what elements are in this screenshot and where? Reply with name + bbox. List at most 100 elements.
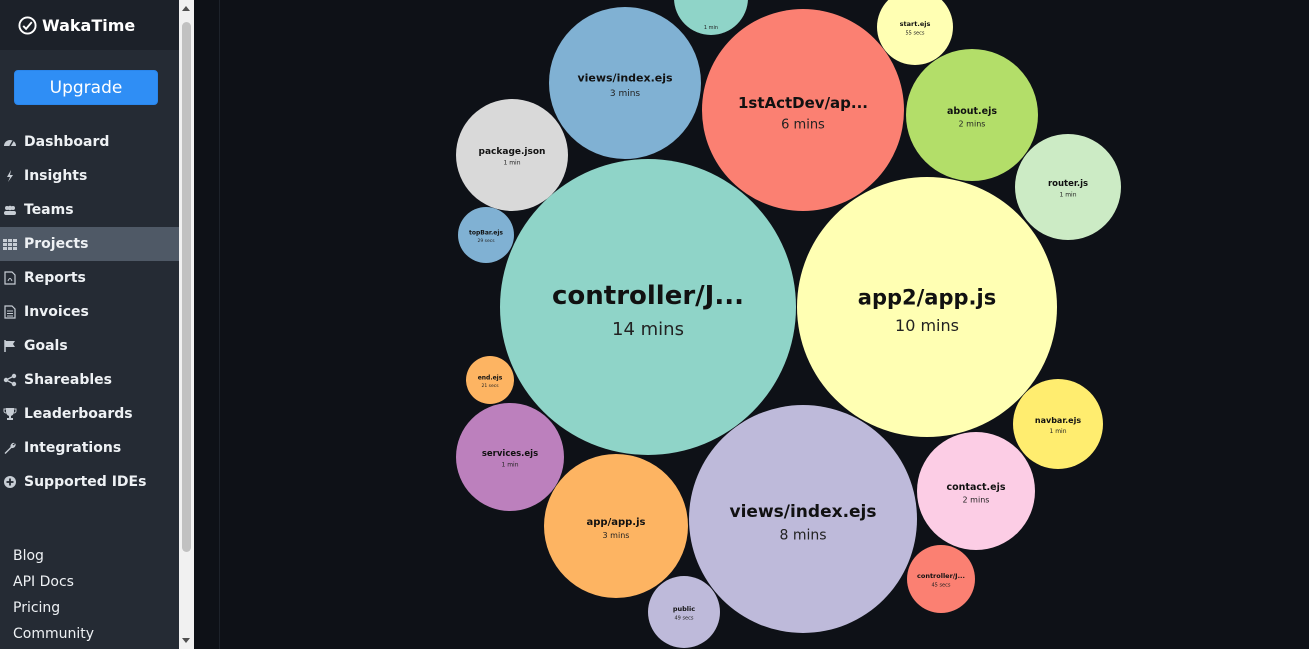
bubble-circle[interactable]	[907, 545, 975, 613]
bubble-circle[interactable]	[674, 0, 748, 35]
bubble-circle[interactable]	[500, 159, 796, 455]
nav-item-dashboard[interactable]: Dashboard	[0, 125, 179, 159]
nav-item-insights[interactable]: Insights	[0, 159, 179, 193]
bubble-project-name: public	[673, 605, 695, 613]
sidebar-scrollbar[interactable]	[179, 0, 194, 649]
bubble-circle[interactable]	[544, 454, 688, 598]
bubble-time: 55 secs	[906, 30, 925, 36]
nav-label: Invoices	[24, 304, 89, 320]
wrench-icon	[3, 441, 17, 455]
bubble-time: 6 mins	[781, 118, 825, 133]
nav-item-goals[interactable]: Goals	[0, 329, 179, 363]
bubble-circle[interactable]	[456, 99, 568, 211]
nav-label: Projects	[24, 236, 89, 252]
nav-label: Dashboard	[24, 134, 110, 150]
scroll-up-arrow-icon[interactable]	[182, 6, 190, 11]
bubble-time: 2 mins	[963, 496, 990, 505]
nav-item-teams[interactable]: Teams	[0, 193, 179, 227]
bubble-circle[interactable]	[689, 405, 917, 633]
footer-link-api-docs[interactable]: API Docs	[13, 574, 74, 590]
bubble-project-name: app2/app.js	[858, 285, 996, 309]
bubble-time: 29 secs	[477, 238, 495, 244]
bubble-circle[interactable]	[797, 177, 1057, 437]
flag-icon	[3, 339, 17, 353]
bubble-circle[interactable]	[466, 356, 514, 404]
bolt-icon	[3, 169, 17, 183]
bubble-circle[interactable]	[917, 432, 1035, 550]
bubble-circle[interactable]	[906, 49, 1038, 181]
nav-item-leaderboards[interactable]: Leaderboards	[0, 397, 179, 431]
bubble-project-name: 1stActDev/ap...	[738, 94, 868, 112]
project-bubble[interactable]: app/app.js3 mins	[544, 454, 688, 598]
users-icon	[3, 203, 17, 217]
project-bubble[interactable]: router.js1 min	[1015, 134, 1121, 240]
nav-item-projects[interactable]: Projects	[0, 227, 179, 261]
nav-item-shareables[interactable]: Shareables	[0, 363, 179, 397]
bubble-project-name: contact.ejs	[946, 482, 1005, 493]
logo[interactable]: WakaTime	[0, 0, 179, 50]
bubble-circle[interactable]	[1013, 379, 1103, 469]
footer-link-community[interactable]: Community	[13, 626, 95, 642]
bubble-circle[interactable]	[877, 0, 953, 65]
bubble-time: 1 min	[501, 461, 518, 468]
scrollbar-thumb[interactable]	[182, 22, 191, 552]
nav-label: Teams	[24, 202, 74, 218]
bubble-circle[interactable]	[1015, 134, 1121, 240]
upgrade-button[interactable]: Upgrade	[14, 70, 158, 105]
nav-item-reports[interactable]: Reports	[0, 261, 179, 295]
footer-link-pricing[interactable]: Pricing	[13, 600, 61, 616]
project-bubble[interactable]: views/index.ejs 3 mins	[549, 7, 701, 159]
project-bubble[interactable]: services.ejs 1 min	[456, 403, 564, 511]
project-bubble[interactable]: controller/J...14 mins	[500, 159, 796, 455]
bubble-project-name: start.ejs	[900, 20, 931, 28]
app-name: WakaTime	[42, 15, 136, 35]
pdf-file-icon	[3, 271, 17, 285]
footer-link-blog[interactable]: Blog	[13, 548, 44, 564]
nav-label: Insights	[24, 168, 88, 184]
bubble-time: 1 min	[1059, 191, 1076, 198]
nav-item-invoices[interactable]: Invoices	[0, 295, 179, 329]
bubble-project-name: controller/J...	[917, 572, 965, 580]
bubble-project-name: navbar.ejs	[1035, 416, 1081, 425]
bubble-circle[interactable]	[456, 403, 564, 511]
nav-label: Supported IDEs	[24, 474, 147, 490]
bubble-circle[interactable]	[648, 576, 720, 648]
bubble-project-name: end.ejs	[478, 374, 503, 381]
bubble-project-name: about.ejs	[947, 106, 997, 117]
project-bubble[interactable]: 1stActDev/ap... 6 mins	[702, 9, 904, 211]
bubble-project-name: services.ejs	[482, 449, 538, 459]
wakatime-logo-icon	[18, 15, 37, 35]
scroll-down-arrow-icon[interactable]	[182, 638, 190, 643]
bubble-project-name: package.json	[479, 147, 546, 157]
bubble-project-name: app/app.js	[587, 517, 646, 528]
bubble-circle[interactable]	[702, 9, 904, 211]
bubble-circle[interactable]	[458, 207, 514, 263]
project-bubble[interactable]: start.ejs 55 secs	[877, 0, 953, 65]
nav-label: Leaderboards	[24, 406, 133, 422]
bubble-time: 45 secs	[932, 582, 951, 588]
nav-item-integrations[interactable]: Integrations	[0, 431, 179, 465]
nav-label: Shareables	[24, 372, 112, 388]
bubble-time: 3 mins	[610, 89, 641, 99]
bubble-time: 2 mins	[959, 120, 986, 129]
bubble-project-name: views/index.ejs	[577, 72, 673, 85]
project-bubble[interactable]: about.ejs 2 mins	[906, 49, 1038, 181]
content-gutter	[194, 0, 220, 649]
project-bubble[interactable]: controller/J... 45 secs	[907, 545, 975, 613]
bubble-circle[interactable]	[549, 7, 701, 159]
bubble-time: 1 min	[704, 25, 718, 31]
bubble-time: 14 mins	[612, 319, 684, 340]
project-bubble[interactable]: 1 min	[674, 0, 748, 35]
footer-links: Blog API Docs Pricing Community	[13, 547, 94, 649]
nav-item-supported-ides[interactable]: Supported IDEs	[0, 465, 179, 499]
project-bubble[interactable]: contact.ejs 2 mins	[917, 432, 1035, 550]
sidebar: WakaTime Upgrade Dashboard Insights Team…	[0, 0, 179, 649]
